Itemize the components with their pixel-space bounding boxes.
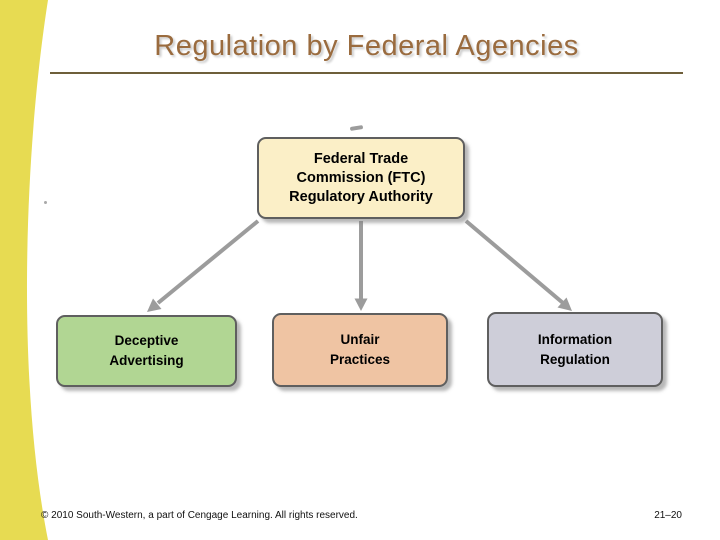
node-label-line: Practices xyxy=(329,352,391,367)
node-label: Information Regulation xyxy=(538,330,612,370)
node-label: Deceptive Advertising xyxy=(109,331,183,371)
stray-dot xyxy=(44,201,47,204)
title-divider xyxy=(50,72,683,74)
connector-right-line xyxy=(464,219,565,305)
node-label-line: Regulation xyxy=(540,351,610,367)
page-number: 21–20 xyxy=(654,510,682,521)
node-label-line: Advertising xyxy=(109,353,184,368)
connector-middle-arrowhead-icon xyxy=(354,298,368,311)
node-label-line: Regulatory Authority xyxy=(289,188,433,205)
node-label-line: Deceptive xyxy=(114,333,179,348)
node-label: Federal Trade Commission (FTC) Regulator… xyxy=(289,150,433,207)
accent-swoosh xyxy=(0,0,48,540)
slide-title: Regulation by Federal Agencies xyxy=(154,30,579,62)
node-ftc-regulatory-authority: Federal Trade Commission (FTC) Regulator… xyxy=(257,137,465,219)
node-label-line: Unfair xyxy=(340,332,380,347)
connector-left-arrowhead-icon xyxy=(147,298,162,312)
node-label: Unfair Practices xyxy=(330,330,390,370)
connector-stub xyxy=(349,125,364,131)
node-label-line: Commission (FTC) xyxy=(296,169,426,186)
node-label-line: Federal Trade xyxy=(313,150,409,167)
node-deceptive-advertising: Deceptive Advertising xyxy=(56,315,237,387)
node-label-line: Information xyxy=(537,331,613,347)
accent-swoosh-shape xyxy=(0,0,48,540)
copyright-text: © 2010 South-Western, a part of Cengage … xyxy=(41,510,358,521)
node-unfair-practices: Unfair Practices xyxy=(272,313,448,387)
connector-right-arrowhead-icon xyxy=(557,297,572,311)
connector-left-line xyxy=(156,219,260,305)
node-information-regulation: Information Regulation xyxy=(487,312,663,387)
